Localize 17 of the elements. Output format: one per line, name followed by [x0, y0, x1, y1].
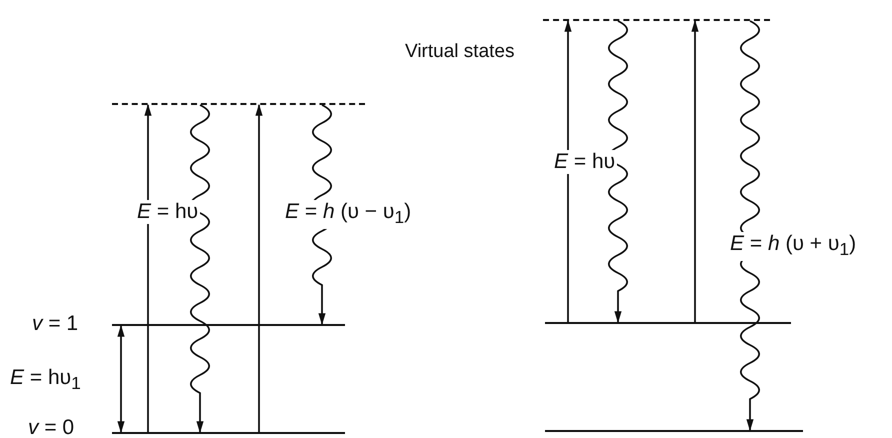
- annotation-text: Virtual states: [405, 40, 514, 64]
- edge-label: E = hυ: [135, 200, 200, 224]
- virtual-state-line: [543, 19, 770, 21]
- wavy-arrow: [740, 20, 760, 432]
- energy-level-line: [545, 322, 791, 324]
- wavy-arrow: [608, 20, 628, 324]
- arrow: [691, 20, 699, 322]
- arrow: [144, 104, 152, 432]
- energy-level-line: [545, 430, 803, 432]
- double-arrow: [117, 324, 125, 434]
- level-label: v = 1: [32, 312, 78, 336]
- edge-label: E = hυ: [552, 150, 618, 174]
- arrow: [564, 20, 572, 322]
- wavy-arrow: [190, 104, 210, 434]
- arrow: [255, 104, 263, 432]
- level-label: v = 0: [28, 416, 74, 438]
- virtual-state-line: [112, 103, 365, 105]
